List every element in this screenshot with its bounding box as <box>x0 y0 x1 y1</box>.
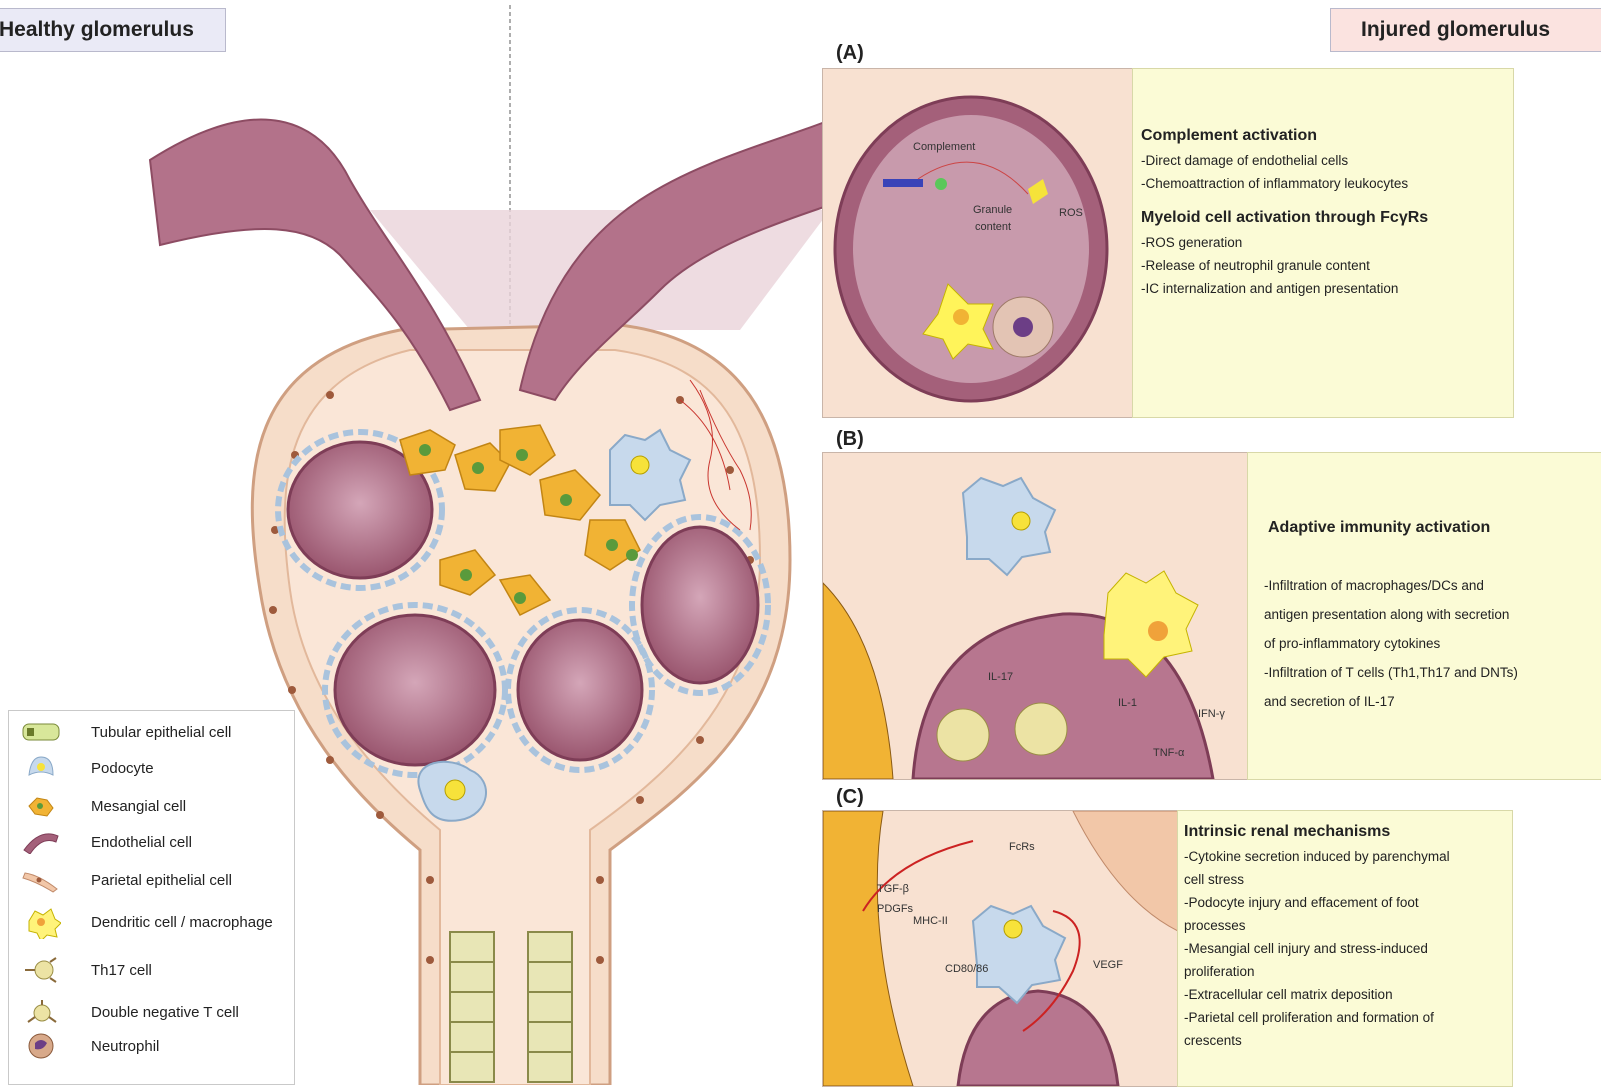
note-line: and secretion of IL-17 <box>1264 687 1601 716</box>
panel-a-notes: Complement activation -Direct damage of … <box>1132 68 1514 418</box>
neutrophil-icon <box>26 1031 56 1061</box>
note-line: crescents <box>1184 1029 1512 1052</box>
mesangial-cell-icon <box>26 794 56 818</box>
legend-item-th17: Th17 cell <box>19 955 152 985</box>
tubular-epithelial-cell-icon <box>22 723 60 741</box>
double-negative-t-cell-icon <box>22 998 60 1026</box>
legend-item-mesangial: Mesangial cell <box>19 791 186 821</box>
cd80-label: CD80/86 <box>945 963 988 975</box>
il17-label: IL-17 <box>988 671 1013 683</box>
legend-label: Parietal epithelial cell <box>91 872 232 889</box>
note-line: -Cytokine secretion induced by parenchym… <box>1184 845 1512 868</box>
note-line: -Direct damage of endothelial cells <box>1141 149 1511 172</box>
tnf-label: TNF-α <box>1153 747 1184 759</box>
panel-a-scene: Complement Granule content ROS <box>822 68 1134 418</box>
legend-item-podocyte: Podocyte <box>19 753 154 783</box>
panel-a-letter: (A) <box>836 42 864 65</box>
legend-item-endothelial: Endothelial cell <box>19 827 192 857</box>
note-line: -Podocyte injury and effacement of foot <box>1184 891 1512 914</box>
note-line: -Parietal cell proliferation and formati… <box>1184 1006 1512 1029</box>
note-line: -Release of neutrophil granule content <box>1141 254 1511 277</box>
note-line: processes <box>1184 914 1512 937</box>
legend-label: Neutrophil <box>91 1038 159 1055</box>
legend-item-parietal: Parietal epithelial cell <box>19 865 232 895</box>
legend-label: Tubular epithelial cell <box>91 724 231 741</box>
th17-cell-icon <box>22 956 60 984</box>
pdgf-label: PDGFs <box>877 903 913 915</box>
note-line: -Extracellular cell matrix deposition <box>1184 983 1512 1006</box>
parietal-epithelial-cell-icon <box>21 867 61 893</box>
legend-label: Endothelial cell <box>91 834 192 851</box>
note-line: of pro-inflammatory cytokines <box>1264 629 1601 658</box>
panel-b-notes: Adaptive immunity activation -Infiltrati… <box>1247 452 1601 780</box>
content-label: content <box>975 221 1011 233</box>
legend-item-dendritic: Dendritic cell / macrophage <box>19 907 273 937</box>
note-line: -Mesangial cell injury and stress-induce… <box>1184 937 1512 960</box>
podocyte-icon <box>26 755 56 781</box>
granule-label: Granule <box>973 204 1012 216</box>
note-line: antigen presentation along with secretio… <box>1264 600 1601 629</box>
panel-c-notes: Intrinsic renal mechanisms -Cytokine sec… <box>1177 810 1513 1087</box>
panel-c-scene: FcRs TGF-β PDGFs MHC-II CD80/86 VEGF <box>822 810 1179 1087</box>
adaptive-immunity-title: Adaptive immunity activation <box>1268 519 1490 537</box>
legend-label: Th17 cell <box>91 962 152 979</box>
mhc-label: MHC-II <box>913 915 948 927</box>
panel-c-letter: (C) <box>836 786 864 809</box>
note-line: -ROS generation <box>1141 231 1511 254</box>
myeloid-activation-title: Myeloid cell activation through FcγRs <box>1141 209 1511 227</box>
fcrs-label: FcRs <box>1009 841 1035 853</box>
ros-label: ROS <box>1059 207 1083 219</box>
injured-header-box: Injured glomerulus <box>1330 8 1601 52</box>
injured-header-label: Injured glomerulus <box>1361 18 1550 42</box>
tgf-label: TGF-β <box>877 883 909 895</box>
note-line: -Infiltration of T cells (Th1,Th17 and D… <box>1264 658 1601 687</box>
note-line: proliferation <box>1184 960 1512 983</box>
complement-label: Complement <box>913 141 975 153</box>
note-line: cell stress <box>1184 868 1512 891</box>
dendritic-cell-icon <box>21 905 61 939</box>
il1-label: IL-1 <box>1118 697 1137 709</box>
legend-item-neutrophil: Neutrophil <box>19 1031 159 1061</box>
note-line: -IC internalization and antigen presenta… <box>1141 277 1511 300</box>
vegf-label: VEGF <box>1093 959 1123 971</box>
complement-activation-title: Complement activation <box>1141 127 1511 145</box>
ifn-label: IFN-γ <box>1198 708 1225 720</box>
intrinsic-mechanisms-title: Intrinsic renal mechanisms <box>1184 823 1512 841</box>
legend-label: Mesangial cell <box>91 798 186 815</box>
legend-label: Podocyte <box>91 760 154 777</box>
note-line: -Infiltration of macrophages/DCs and <box>1264 571 1601 600</box>
endothelial-cell-icon <box>21 830 61 854</box>
legend: Tubular epithelial cell Podocyte Mesangi… <box>8 710 295 1085</box>
legend-item-dnt: Double negative T cell <box>19 997 239 1027</box>
legend-label: Dendritic cell / macrophage <box>91 914 273 931</box>
panel-b-letter: (B) <box>836 428 864 451</box>
panel-b-scene: IL-17 IL-1 IFN-γ TNF-α <box>822 452 1249 780</box>
legend-item-tubular: Tubular epithelial cell <box>19 717 231 747</box>
note-line: -Chemoattraction of inflammatory leukocy… <box>1141 172 1511 195</box>
legend-label: Double negative T cell <box>91 1004 239 1021</box>
